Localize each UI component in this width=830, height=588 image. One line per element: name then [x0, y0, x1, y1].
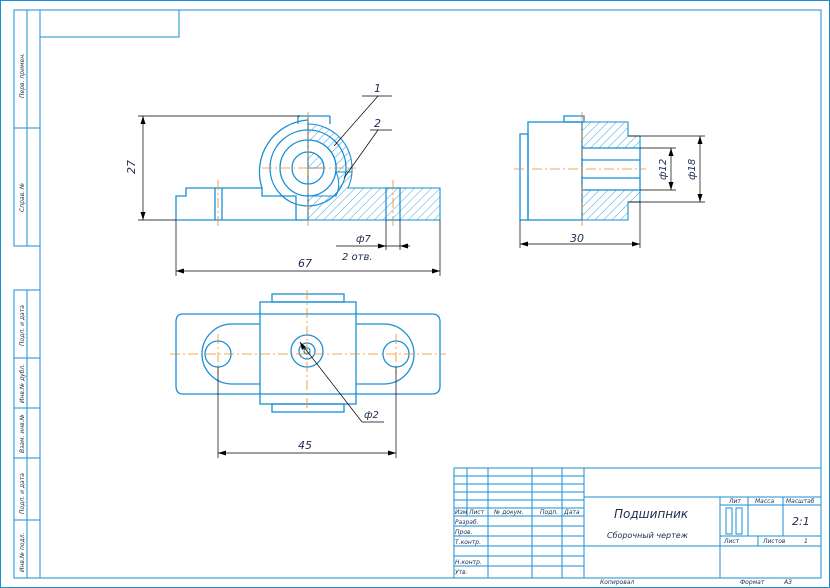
dim-45: 45	[298, 439, 312, 452]
tb-sheets-value: 1	[804, 538, 808, 545]
tb-header-sign: Подп.	[540, 509, 558, 516]
tb-row-utv: Утв.	[455, 569, 468, 576]
dim-27: 27	[125, 160, 138, 174]
title-block	[453, 467, 822, 579]
top-view-dimensions	[217, 341, 397, 458]
tb-header-izm: Изм	[455, 509, 468, 516]
tb-sheets-label: Листов	[762, 538, 786, 545]
tb-format-value: А3	[783, 579, 792, 586]
side-label-inv-podl: Инв.№ подл.	[19, 532, 26, 572]
tb-doc-type: Сборочный чертеж	[607, 531, 689, 540]
dim-d18: ф18	[687, 159, 698, 180]
tb-format-label: Формат	[740, 579, 765, 586]
side-label-perv-primen: Перв. примен.	[19, 53, 26, 98]
side-label-sprav-no: Справ. №	[19, 183, 26, 212]
side-label-inv-dubl: Инв.№ дубл.	[19, 364, 26, 403]
tb-product-name: Подшипник	[614, 507, 689, 521]
dim-d7: ф7	[356, 234, 372, 245]
top-stamp-box	[39, 9, 180, 38]
tb-scale-value: 2:1	[792, 515, 810, 528]
side-view-dimensions	[519, 135, 705, 248]
tb-row-prov: Пров.	[455, 529, 473, 536]
side-view	[514, 112, 646, 226]
front-view	[175, 112, 441, 228]
dim-67: 67	[298, 257, 312, 270]
top-view	[170, 290, 446, 416]
side-label-podp-data-2: Подп. и дата	[19, 473, 26, 514]
dim-d12: ф12	[658, 159, 669, 180]
side-label-vzam-inv: Взам. инв.№	[19, 414, 26, 453]
dim-2-holes: 2 отв.	[342, 252, 373, 263]
dim-30: 30	[570, 232, 584, 245]
tb-row-razrab: Разраб.	[455, 519, 479, 526]
tb-copied-label: Копировал	[600, 579, 634, 586]
tb-row-tkontr: Т.контр.	[455, 539, 481, 546]
front-view-dimensions	[138, 115, 441, 276]
tb-row-nkontr: Н.контр.	[455, 559, 482, 566]
dim-d2: ф2	[364, 410, 379, 421]
leader-lines	[333, 95, 392, 179]
side-label-podp-data-1: Подп. и дата	[19, 305, 26, 346]
tb-header-list: Лист	[468, 509, 485, 516]
left-side-strip	[13, 9, 41, 579]
tb-sheet-label: Лист	[723, 538, 740, 545]
tb-scale-label: Масштаб	[786, 498, 815, 505]
leader-label-2: 2	[374, 117, 381, 130]
tb-mass-label: Масса	[755, 498, 774, 505]
tb-header-doc-no: № докум.	[493, 509, 524, 516]
sheet-inner-frame	[39, 9, 822, 579]
tb-header-date: Дата	[563, 509, 580, 516]
leader-label-1: 1	[374, 82, 381, 95]
tb-lit-label: Лит	[728, 498, 741, 505]
